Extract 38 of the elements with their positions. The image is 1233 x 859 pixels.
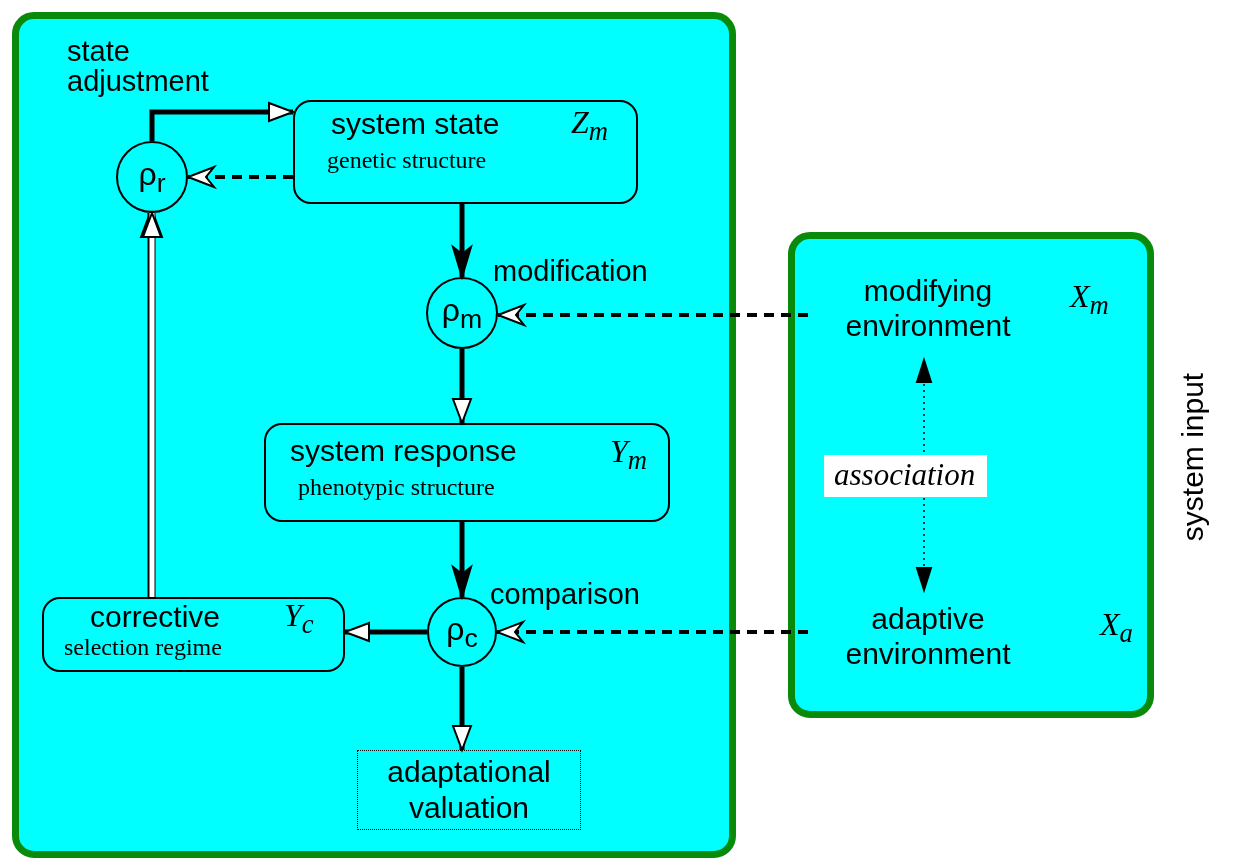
dashed-arrow: [187, 166, 293, 188]
process-box: [42, 597, 345, 672]
outcome-box: [357, 750, 581, 830]
dashed-arrow: [916, 359, 932, 591]
variable-symbol: X$_{m}$: [1070, 280, 1109, 320]
process-box: [264, 423, 670, 522]
box-title: system response: [290, 435, 517, 467]
arrow: [452, 667, 472, 751]
side-title: system input: [1177, 372, 1209, 542]
operator-label: modification: [493, 255, 648, 288]
arrow: [344, 622, 427, 642]
box-subtitle: genetic structure: [327, 148, 487, 174]
system-panel: [12, 12, 736, 858]
box-subtitle: phenotypic structure: [298, 475, 495, 501]
operator-symbol: ρ$_{c}$: [445, 609, 479, 656]
arrow: [149, 102, 294, 141]
operator-symbol: ρ$_{m}$: [440, 290, 484, 337]
arrow: [452, 349, 472, 424]
operator-symbol: ρ$_{r}$: [137, 154, 167, 201]
box-title: system state: [331, 108, 500, 140]
edge-label: association: [824, 455, 988, 497]
arrow: [452, 204, 472, 278]
process-box: [293, 100, 638, 204]
edge-label: state adjustment: [67, 36, 210, 97]
operator-label: comparison: [490, 578, 640, 611]
variable-symbol: Y$_{m}$: [610, 435, 648, 475]
box-title: corrective: [90, 601, 221, 633]
node-label: adaptive environment: [844, 602, 1012, 671]
box-subtitle: selection regime: [64, 635, 222, 661]
variable-symbol: X$_{a}$: [1100, 608, 1133, 648]
dashed-arrow: [496, 621, 808, 643]
dashed-arrow: [497, 304, 808, 326]
node-label: modifying environment: [844, 274, 1012, 343]
node-label: adaptational valuation: [386, 754, 552, 826]
arrow: [452, 522, 472, 598]
variable-symbol: Y$_{c}$: [284, 599, 314, 639]
arrow: [142, 212, 162, 597]
variable-symbol: Z$_{m}$: [571, 106, 609, 146]
